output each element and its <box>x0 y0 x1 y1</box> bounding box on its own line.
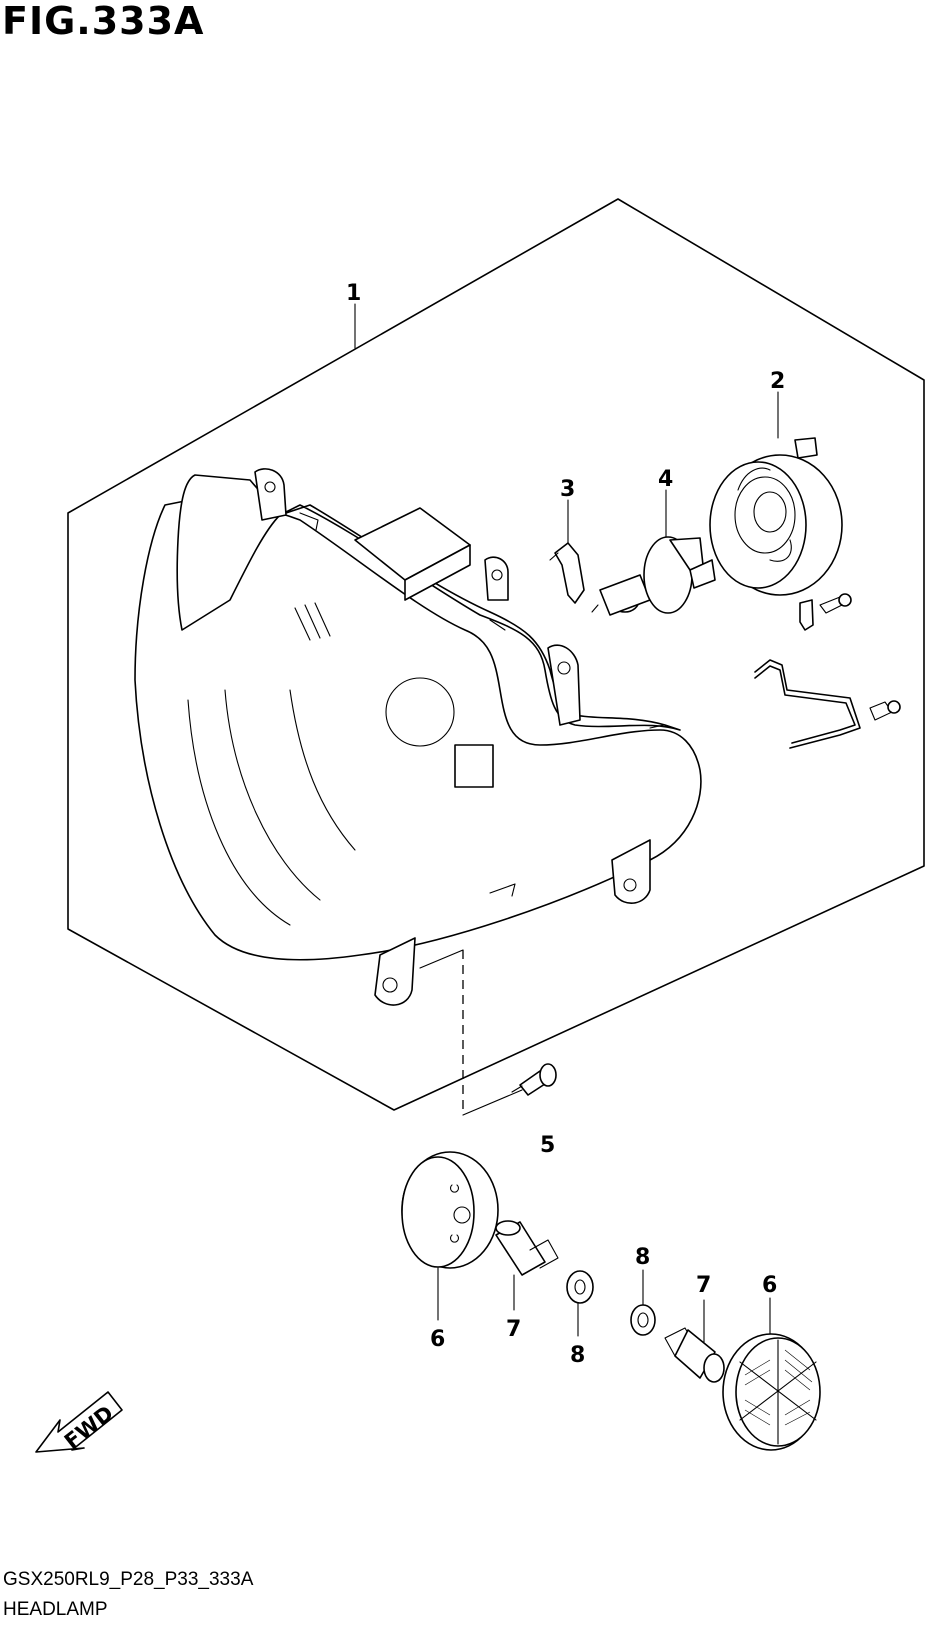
callout-6-left: 6 <box>430 1327 445 1352</box>
spring-clip <box>549 542 585 604</box>
callout-3: 3 <box>560 477 575 502</box>
fwd-arrow-icon: FWD <box>35 1391 123 1454</box>
stud-bolt-left <box>495 1220 559 1276</box>
callout-8-left: 8 <box>570 1343 585 1368</box>
callout-7-left: 7 <box>506 1317 521 1342</box>
socket-cover <box>709 437 843 596</box>
callout-5: 5 <box>540 1133 555 1158</box>
headlamp-bulb <box>591 536 716 616</box>
figure-code: GSX250RL9_P28_P33_333A <box>3 1569 254 1590</box>
wire-retainer <box>754 659 901 749</box>
figure-name: HEADLAMP <box>3 1599 108 1620</box>
callout-2: 2 <box>770 369 785 394</box>
headlamp-housing <box>134 468 702 1006</box>
callout-1: 1 <box>346 281 361 306</box>
figure-title: FIG.333A <box>2 0 205 43</box>
mounting-screw <box>511 1063 557 1096</box>
assembly-outline <box>67 198 925 1111</box>
callout-6-right: 6 <box>762 1273 777 1298</box>
washer-left <box>566 1270 594 1304</box>
washer-right <box>630 1304 656 1336</box>
stud-bolt-right <box>664 1327 725 1383</box>
callout-8-right: 8 <box>635 1245 650 1270</box>
reflector-right <box>722 1333 821 1451</box>
socket-bracket <box>799 593 852 631</box>
guide-tail <box>462 1089 523 1116</box>
guide-head <box>419 949 464 969</box>
callout-7-right: 7 <box>696 1273 711 1298</box>
callout-4: 4 <box>658 467 673 492</box>
reflector-left <box>401 1151 499 1269</box>
